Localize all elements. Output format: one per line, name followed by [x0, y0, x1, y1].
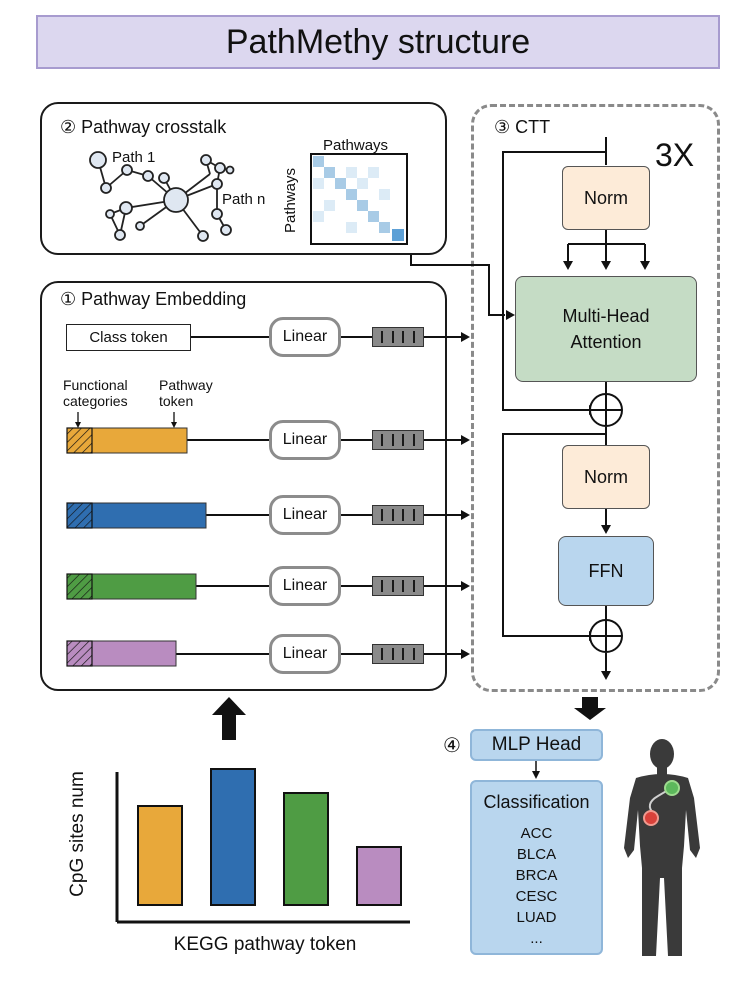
down-arrow-to-head: [574, 697, 606, 720]
embedding-vector: [372, 644, 424, 664]
classification-title: Classification: [483, 792, 590, 812]
linear-box-class: Linear: [269, 317, 341, 357]
mlp-head-box: MLP Head: [470, 729, 603, 761]
multi-head-attention-box: Multi-Head Attention: [515, 276, 697, 382]
pathway-network-graph: [89, 151, 235, 242]
linear-box-2: Linear: [269, 495, 341, 535]
embedding-vector: [372, 505, 424, 525]
class-list: ACC BLCA BRCA CESC LUAD ...: [472, 823, 601, 949]
ffn-box: FFN: [558, 536, 654, 606]
classification-box: Classification ACC BLCA BRCA CESC LUAD .…: [470, 780, 603, 955]
linear-label: Linear: [282, 645, 328, 662]
norm-label: Norm: [584, 466, 628, 487]
crosstalk-matrix: [310, 153, 408, 245]
linear-label: Linear: [282, 577, 328, 594]
chart-bar: [283, 792, 329, 906]
x-axis-label: KEGG pathway token: [173, 934, 357, 955]
embedding-panel: [40, 281, 447, 691]
path1-label: Path 1: [112, 149, 156, 166]
up-arrow-to-embedding: [212, 697, 246, 740]
mha-line2: Attention: [570, 332, 642, 352]
class-token-label: Class token: [89, 329, 168, 346]
class-item: ...: [530, 930, 543, 947]
embedding-vector: [372, 576, 424, 596]
class-item: BLCA: [516, 846, 557, 863]
linear-box-3: Linear: [269, 566, 341, 606]
linear-label: Linear: [282, 506, 328, 523]
page-title: PathMethy structure: [36, 15, 720, 69]
ffn-label: FFN: [588, 560, 624, 581]
chart-bar: [137, 805, 183, 906]
functional-line2: categories: [63, 393, 128, 409]
red-marker-icon: [643, 810, 659, 826]
class-item: ACC: [520, 825, 553, 842]
class-item: LUAD: [516, 909, 557, 926]
pathway-token-label: Pathway token: [159, 377, 213, 409]
human-body-icon: [624, 739, 700, 956]
green-marker-icon: [664, 780, 680, 796]
class-item: BRCA: [515, 867, 558, 884]
crosstalk-panel: [40, 102, 447, 255]
class-token: Class token: [66, 324, 191, 351]
embedding-vector: [372, 327, 424, 347]
matrix-top-label: Pathways: [323, 137, 389, 154]
mha-line1: Multi-Head: [562, 306, 650, 326]
linear-box-1: Linear: [269, 420, 341, 460]
repeat-label: 3X: [655, 137, 695, 173]
chart-bar: [356, 846, 402, 906]
title-text: PathMethy structure: [225, 22, 531, 61]
pathway-token-line1: Pathway: [159, 377, 213, 393]
ctt-panel: [471, 104, 720, 692]
linear-label: Linear: [282, 431, 328, 448]
norm-box-1: Norm: [562, 166, 650, 230]
pathway-token-line2: token: [159, 393, 194, 409]
head-number: ④: [443, 735, 461, 757]
functional-categories-label: Functional categories: [63, 377, 128, 409]
functional-line1: Functional: [63, 377, 128, 393]
embedding-vector: [372, 430, 424, 450]
norm-label: Norm: [584, 187, 628, 208]
ctt-label: ③ CTT: [494, 117, 551, 137]
linear-label: Linear: [282, 328, 328, 345]
y-axis-label: CpG sites num: [67, 771, 88, 897]
crosstalk-label: ② Pathway crosstalk: [60, 117, 227, 137]
linear-box-4: Linear: [269, 634, 341, 674]
mlp-label: MLP Head: [491, 734, 582, 755]
class-item: CESC: [515, 888, 558, 905]
pathn-label: Path n: [222, 191, 266, 208]
norm-box-2: Norm: [562, 445, 650, 509]
chart-bar: [210, 768, 256, 906]
embedding-label: ① Pathway Embedding: [60, 289, 247, 309]
